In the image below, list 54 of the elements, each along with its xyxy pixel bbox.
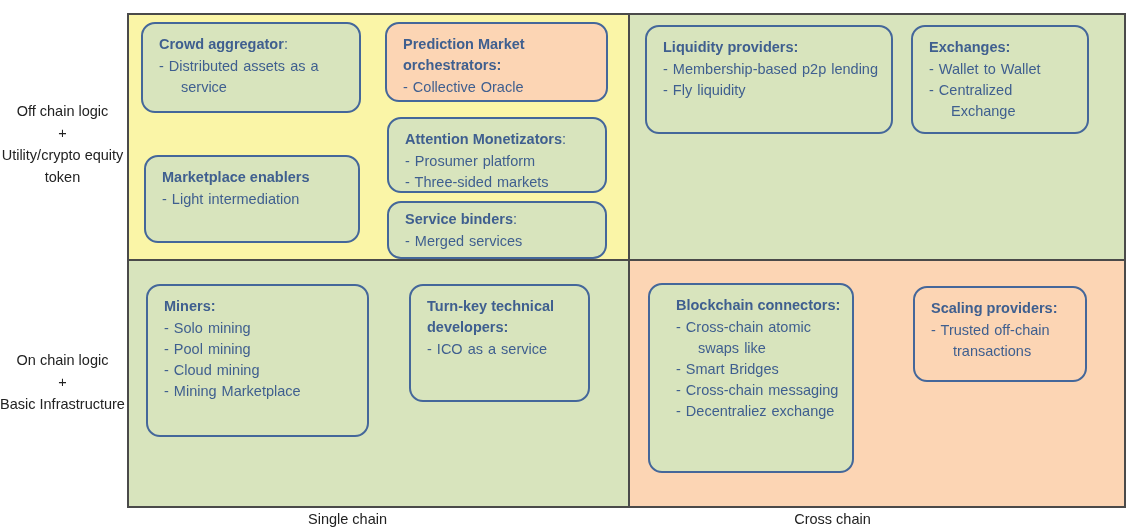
box-heading: Miners:	[164, 297, 217, 316]
box-heading: Marketplace enablers	[162, 168, 311, 187]
category-box	[387, 117, 607, 193]
category-box	[146, 284, 369, 437]
category-box	[911, 25, 1089, 134]
quadrant-panel	[127, 259, 630, 508]
category-box	[387, 201, 607, 259]
row-label: +	[57, 373, 68, 392]
box-heading: Scaling providers:	[931, 299, 1059, 318]
bullet-item: - Solo mining	[164, 319, 252, 338]
bullet-item: - Cross-chain messaging	[676, 381, 840, 400]
category-box	[141, 22, 361, 113]
row-label: On chain logic	[15, 351, 110, 370]
bullet-item: - Wallet to Wallet	[929, 60, 1042, 79]
box-heading: Attention Monetizators:	[405, 130, 568, 149]
row-label: +	[57, 124, 68, 143]
category-box	[385, 22, 608, 102]
bullet-item: - Mining Marketplace	[164, 382, 302, 401]
bullet-item: - Prosumer platform	[405, 152, 537, 171]
bullet-item: - Membership-based p2p lending	[663, 60, 879, 79]
category-box	[409, 284, 590, 402]
bullet-item: - Fly liquidity	[663, 81, 747, 100]
category-box	[645, 25, 893, 134]
bullet-item: - Cross-chain atomic swaps like	[676, 318, 812, 358]
bullet-item: - Pool mining	[164, 340, 252, 359]
column-label: Single chain	[307, 510, 388, 529]
box-heading: Liquidity providers:	[663, 38, 800, 57]
quadrant-panel	[628, 13, 1126, 261]
row-label: Utility/crypto equity token	[0, 146, 125, 187]
bullet-item: - Distributed assets as a service	[159, 57, 320, 97]
box-heading: Service binders:	[405, 210, 519, 229]
column-label: Cross chain	[793, 510, 872, 529]
bullet-item: - Merged services	[405, 232, 524, 251]
row-label: Basic Infrastructure	[0, 395, 125, 414]
box-heading: Prediction Market orchestrators:	[403, 35, 526, 75]
bullet-item: - Smart Bridges	[676, 360, 780, 379]
bullet-item: - Centralized Exchange	[929, 81, 1017, 121]
bullet-item: - Cloud mining	[164, 361, 261, 380]
bullet-item: - Three-sided markets	[405, 173, 550, 192]
box-heading: Crowd aggregator:	[159, 35, 289, 54]
quadrant-panel	[127, 13, 630, 261]
category-box	[144, 155, 360, 243]
quadrant-panel	[628, 259, 1126, 508]
bullet-item: - Collective Oracle	[403, 78, 525, 97]
category-box	[913, 286, 1087, 382]
box-heading: Turn-key technical developers:	[427, 297, 556, 337]
box-heading: Exchanges:	[929, 38, 1012, 57]
category-box	[648, 283, 854, 473]
bullet-item: - Decentraliez exchange	[676, 402, 836, 421]
row-label: Off chain logic	[15, 102, 110, 121]
bullet-item: - ICO as a service	[427, 340, 549, 359]
bullet-item: - Light intermediation	[162, 190, 301, 209]
bullet-item: - Trusted off-chain transactions	[931, 321, 1051, 361]
box-heading: Blockchain connectors:	[676, 296, 842, 315]
